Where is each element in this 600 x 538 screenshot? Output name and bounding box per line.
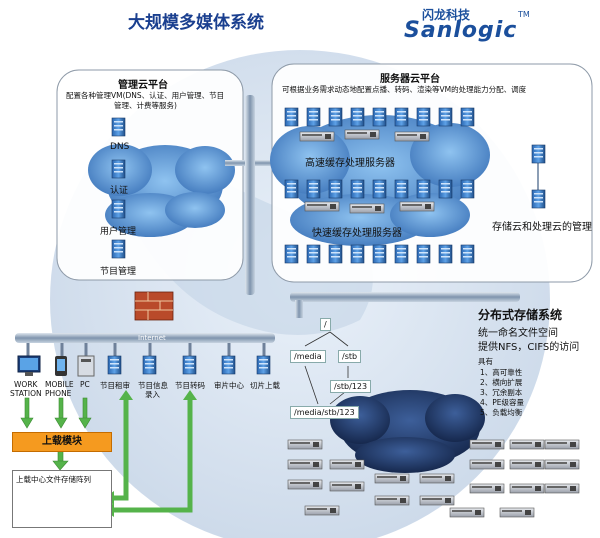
- upload-storage-box: 上载中心文件存储阵列: [12, 470, 112, 528]
- brand-logo: 闪龙科技 Sanlogic TM: [400, 6, 540, 50]
- internet-pipe: [15, 333, 275, 343]
- service-label-slice: 切片上载: [250, 381, 280, 390]
- path-media: /media: [290, 350, 326, 363]
- client-label-workstation-1: WORK: [14, 380, 38, 389]
- dns-server-icon: [111, 117, 126, 137]
- dist-storage-line-2: 提供NFS，CIFS的访问: [478, 342, 580, 353]
- internet-label: Internet: [138, 334, 166, 342]
- service-icon-slice: [256, 355, 271, 375]
- program-mgmt-label: 节目管理: [100, 267, 137, 277]
- client-upload-arrows: [20, 397, 92, 429]
- service-label-info-1: 节目信息: [138, 381, 168, 390]
- mgmt-cloud-desc-2: 管理、计费等服务): [114, 101, 177, 110]
- server-row-1: [284, 107, 475, 127]
- path-media-stb-123: /media/stb/123: [290, 406, 359, 419]
- service-icon-transcode: [182, 355, 197, 375]
- feature-item: 1、高可靠性: [480, 368, 523, 377]
- client-label-workstation-2: STATION: [10, 389, 42, 398]
- service-icon-qc: [221, 355, 236, 375]
- feature-item: 5、负载均衡: [480, 408, 523, 417]
- path-stb: /stb: [338, 350, 362, 363]
- feature-item: 4、PE级容量: [480, 398, 525, 407]
- dist-storage-features-title: 具有: [478, 357, 493, 366]
- client-label-pc: PC: [80, 380, 90, 389]
- auth-label: 认证: [110, 186, 129, 196]
- path-root: /: [320, 318, 331, 331]
- program-mgmt-server-icon: [111, 239, 126, 259]
- cache-server-label-2: 快速缓存处理服务器: [312, 228, 402, 239]
- mobile-phone-icon: [55, 356, 67, 376]
- server-cloud-desc: 可根据业务需求动态地配置点播、转码、渲染等VM的处理能力分配、调度: [282, 85, 527, 94]
- page-title: 大规模多媒体系统: [128, 13, 264, 33]
- user-mgmt-label: 用户管理: [100, 227, 137, 237]
- dist-storage-line-1: 统一命名文件空间: [478, 328, 558, 339]
- logo-cn-text: 闪龙科技: [422, 8, 471, 22]
- service-icon-info: [142, 355, 157, 375]
- service-label-info-2: 录入: [145, 390, 160, 399]
- dist-storage-title: 分布式存储系统: [478, 308, 563, 322]
- review-loop-arrow: [112, 396, 129, 501]
- client-label-mobile-1: MOBILE: [45, 380, 74, 389]
- logo-tm-mark: TM: [518, 10, 530, 19]
- client-label-mobile-2: PHONE: [45, 389, 72, 398]
- cache-server-label-1: 高速缓存处理服务器: [305, 158, 395, 169]
- server-cloud-title: 服务器云平台: [380, 74, 440, 85]
- mgmt-cloud: [88, 144, 235, 237]
- logo-en-text: Sanlogic: [404, 18, 518, 43]
- mgmt-cloud-title: 管理云平台: [118, 80, 168, 91]
- server-row-2: [284, 179, 475, 199]
- user-mgmt-server-icon: [111, 199, 126, 219]
- service-icon-review: [107, 355, 122, 375]
- feature-item: 3、冗余副本: [480, 388, 523, 397]
- transcode-loop-arrow: [112, 396, 193, 513]
- backbone-vertical-pipe: [245, 95, 255, 295]
- path-stb-123: /stb/123: [330, 380, 372, 393]
- upload-storage-label: 上载中心文件存储阵列: [16, 475, 91, 484]
- backbone-horizontal-pipe: [290, 292, 520, 302]
- service-label-transcode: 节目转码: [175, 381, 205, 390]
- storage-cloud: [330, 390, 485, 473]
- pc-icon: [77, 355, 95, 377]
- storage-mgmt-server-icon-2: [531, 189, 546, 209]
- feature-item: 2、横向扩展: [480, 378, 523, 387]
- workstation-icon: [17, 355, 41, 376]
- service-label-qc: 审片中心: [214, 381, 244, 390]
- server-row-3: [284, 244, 475, 264]
- service-label-review: 节目租审: [100, 381, 130, 390]
- dns-label: DNS: [110, 142, 130, 152]
- firewall-icon: [134, 291, 174, 321]
- auth-server-icon: [111, 159, 126, 179]
- mgmt-cloud-desc-1: 配置各种管理VM(DNS、认证、用户管理、节目: [66, 91, 225, 100]
- storage-mgmt-label: 存储云和处理云的管理: [492, 222, 592, 233]
- storage-mgmt-server-icon: [531, 144, 546, 164]
- upload-module-box: 上载模块: [12, 432, 112, 452]
